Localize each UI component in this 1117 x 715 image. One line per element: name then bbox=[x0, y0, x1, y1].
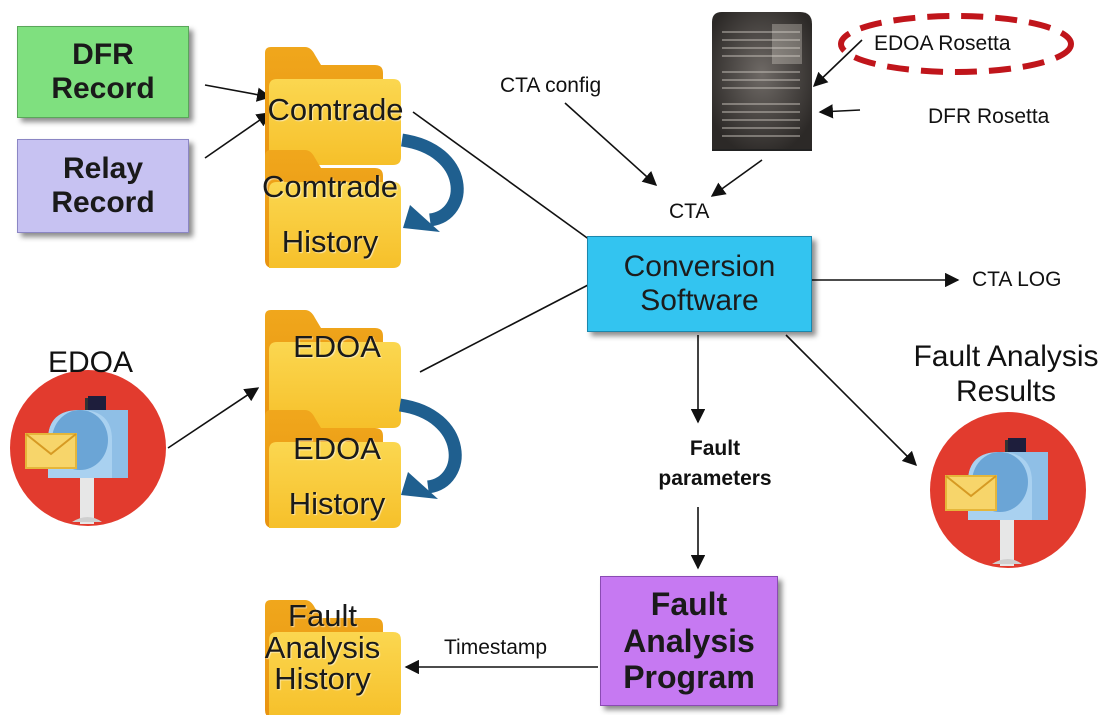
cta-log-label: CTA LOG bbox=[972, 268, 1062, 291]
rosetta-highlight-ellipse bbox=[838, 13, 1074, 75]
arrow-dfr-to-comtrade bbox=[204, 84, 272, 102]
edoa-label: EDOA bbox=[48, 346, 134, 379]
edoa-rosetta-label: EDOA Rosetta bbox=[874, 32, 1011, 55]
conversion-software-line1: Conversion bbox=[623, 249, 776, 283]
edoa-history-label: EDOA History bbox=[262, 432, 412, 521]
arrow-edoa-rosetta-to-stone bbox=[812, 39, 863, 87]
mailbox-icon bbox=[929, 411, 1087, 569]
dfr-record-line2: Record bbox=[51, 72, 155, 105]
fault-analysis-program-box: Fault Analysis Program bbox=[600, 576, 778, 706]
fault-analysis-results-label: Fault Analysis Results bbox=[900, 340, 1112, 409]
dfr-record-line1: DFR bbox=[72, 37, 134, 71]
conversion-software-line2: Software bbox=[640, 284, 759, 317]
fault-analysis-program-line3: Program bbox=[623, 659, 755, 696]
relay-record-box: Relay Record bbox=[17, 139, 189, 233]
fault-analysis-results-line1: Fault Analysis bbox=[913, 340, 1099, 373]
curved-arrow-icon bbox=[398, 398, 462, 499]
fault-analysis-program-line2: Analysis bbox=[623, 622, 755, 659]
connectors bbox=[167, 39, 960, 675]
dfr-record-box: DFR Record bbox=[17, 26, 189, 118]
fault-analysis-history-line3: History bbox=[274, 661, 371, 697]
fault-analysis-history-line1: Fault bbox=[288, 598, 357, 633]
comtrade-history-line1: Comtrade bbox=[261, 169, 399, 204]
cta-config-label: CTA config bbox=[500, 74, 602, 97]
edoa-history-line2: History bbox=[288, 486, 386, 522]
fault-analysis-results-line2: Results bbox=[955, 374, 1057, 408]
arrow-dfr-rosetta-to-stone bbox=[818, 104, 861, 119]
fault-analysis-history-line2: Analysis bbox=[264, 629, 381, 665]
arrow-conversion-to-results bbox=[785, 334, 918, 467]
fault-parameters-label: Fault parameters bbox=[640, 434, 790, 495]
timestamp-label: Timestamp bbox=[444, 636, 548, 659]
mailbox-icon bbox=[9, 369, 167, 527]
arrow-relay-to-comtrade bbox=[204, 112, 272, 159]
comtrade-history-label: Comtrade History bbox=[250, 170, 410, 259]
line-comtrade-to-conversion bbox=[412, 111, 591, 241]
cta-label: CTA bbox=[669, 200, 710, 223]
fault-analysis-history-label: Fault Analysis History bbox=[255, 600, 390, 695]
fault-parameters-line2: parameters bbox=[658, 467, 772, 491]
conversion-software-box: Conversion Software bbox=[587, 236, 812, 332]
arrow-cta-config-to-cta bbox=[564, 102, 658, 186]
curved-arrow-icon bbox=[400, 133, 464, 232]
comtrade-folder-label: Comtrade bbox=[267, 92, 404, 127]
dfr-rosetta-label: DFR Rosetta bbox=[928, 105, 1050, 128]
line-edoa-to-conversion bbox=[419, 284, 589, 373]
fault-analysis-program-line1: Fault bbox=[650, 585, 728, 622]
relay-record-line1: Relay bbox=[62, 151, 144, 185]
arrow-edoa-icon-to-folder bbox=[167, 387, 260, 449]
edoa-folder-label: EDOA bbox=[293, 329, 381, 364]
arrow-rosetta-to-cta bbox=[710, 159, 763, 197]
fault-parameters-line1: Fault bbox=[689, 437, 741, 460]
relay-record-line2: Record bbox=[51, 186, 155, 219]
edoa-history-line1: EDOA bbox=[293, 431, 381, 466]
rosetta-stone-icon bbox=[712, 12, 812, 151]
comtrade-history-line2: History bbox=[281, 224, 379, 260]
